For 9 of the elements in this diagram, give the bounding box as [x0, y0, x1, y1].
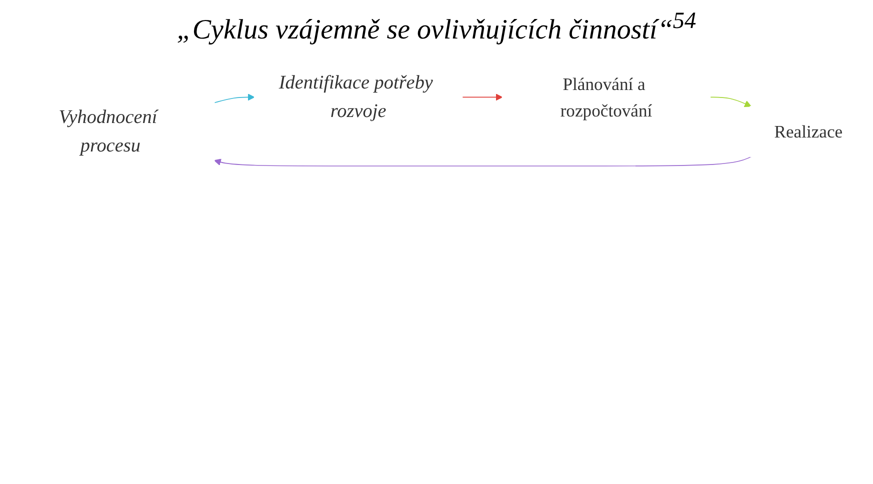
arrow	[214, 156, 752, 167]
diagram-title: „Cyklus vzájemně se ovlivňujících činností“$^{54}$	[176, 8, 698, 46]
node-text: Identifikace potřeby rozvoje	[278, 72, 433, 122]
arrow	[462, 94, 503, 102]
arrow	[214, 94, 255, 104]
node-text: Plánování a rozpočtování	[560, 74, 652, 121]
node-text: Vyhodnocení procesu	[58, 107, 158, 157]
arrow	[710, 97, 752, 108]
node-text: Realizace	[774, 122, 843, 142]
